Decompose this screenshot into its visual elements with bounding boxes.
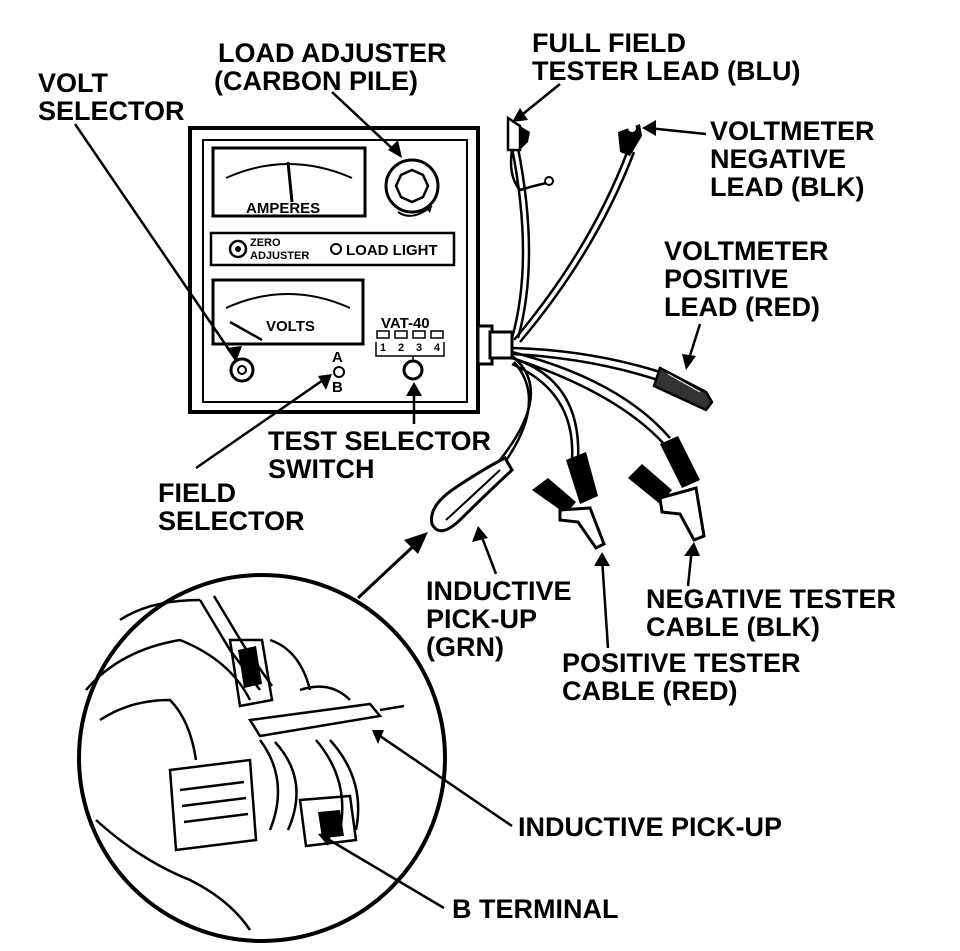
callout-voltmeter-negative: VOLTMETER NEGATIVE LEAD (BLK) [710, 116, 875, 202]
vm-positive-line3: LEAD (RED) [664, 292, 820, 322]
tester-leads [499, 147, 671, 463]
field-position-a: A [332, 349, 343, 366]
volts-label: VOLTS [266, 318, 315, 335]
field-selector-switch[interactable]: A B [332, 349, 345, 396]
inductive-grn-line2: PICK-UP [426, 604, 537, 634]
load-adjuster-knob[interactable] [384, 158, 440, 217]
callout-test-selector: TEST SELECTOR SWITCH [268, 426, 491, 484]
selector-pos-3: 3 [416, 342, 422, 354]
callout-volt-selector: VOLT SELECTOR [38, 68, 185, 126]
alternator-inset [77, 573, 447, 943]
negative-cable-line2: CABLE (BLK) [646, 612, 820, 642]
zero-adjuster-line1: ZERO [250, 237, 281, 249]
volt-selector-line2: SELECTOR [38, 96, 185, 126]
vm-negative-line1: VOLTMETER [710, 116, 875, 146]
field-selector-line2: SELECTOR [158, 506, 305, 536]
load-light-label: LOAD LIGHT [346, 242, 438, 259]
full-field-line2: TESTER LEAD (BLU) [532, 56, 800, 86]
vm-positive-line2: POSITIVE [664, 264, 789, 294]
inductive-grn-line1: INDUCTIVE [426, 576, 572, 606]
voltmeter-positive-probe [652, 366, 714, 412]
indicator-strip: ZERO ADJUSTER LOAD LIGHT [209, 231, 456, 267]
volt-selector-knob[interactable] [229, 357, 255, 383]
inductive-grn-line3: (GRN) [426, 632, 504, 662]
voltmeter-negative-clip [618, 124, 642, 156]
full-field-clip [506, 115, 554, 186]
callout-b-terminal: B TERMINAL [452, 894, 618, 924]
b-terminal-label: B TERMINAL [452, 894, 618, 924]
zero-adjuster-line2: ADJUSTER [250, 250, 309, 262]
tester-body: AMPERES ZERO ADJUSTER LOAD LIGHT VOLTS [188, 126, 514, 414]
inset-arrow [356, 538, 422, 600]
test-selector-knob-icon[interactable] [402, 359, 424, 381]
vm-positive-line1: VOLTMETER [664, 236, 829, 266]
field-position-b: B [332, 379, 343, 396]
selector-pos-4: 4 [434, 342, 441, 354]
voltmeter-needle-icon [229, 320, 263, 342]
load-adjuster-line2: (CARBON PILE) [214, 66, 418, 96]
negative-tester-clip [628, 436, 706, 542]
test-selector-line1: TEST SELECTOR [268, 426, 491, 456]
positive-cable-line2: CABLE (RED) [562, 676, 738, 706]
positive-tester-clip [532, 452, 606, 550]
callout-voltmeter-positive: VOLTMETER POSITIVE LEAD (RED) [664, 236, 829, 322]
load-light-lamp-icon [330, 243, 342, 255]
vm-negative-line2: NEGATIVE [710, 144, 846, 174]
callout-positive-cable: POSITIVE TESTER CABLE (RED) [562, 648, 801, 706]
full-field-line1: FULL FIELD [532, 28, 686, 58]
callout-inductive-pickup: INDUCTIVE PICK-UP [518, 812, 782, 842]
voltmeter-gauge: VOLTS [211, 278, 365, 346]
leader-lines [73, 83, 707, 910]
positive-cable-line1: POSITIVE TESTER [562, 648, 801, 678]
ammeter-gauge: AMPERES [211, 146, 367, 218]
test-selector[interactable]: VAT-40 1 2 3 4 [375, 315, 445, 381]
callout-load-adjuster: LOAD ADJUSTER (CARBON PILE) [214, 38, 447, 96]
amperes-label: AMPERES [246, 200, 320, 217]
load-adjuster-line1: LOAD ADJUSTER [218, 38, 447, 68]
vm-negative-line3: LEAD (BLK) [710, 172, 864, 202]
callout-inductive-pickup-grn: INDUCTIVE PICK-UP (GRN) [426, 576, 572, 662]
callout-negative-cable: NEGATIVE TESTER CABLE (BLK) [646, 584, 896, 642]
model-label: VAT-40 [381, 315, 430, 332]
field-selector-line1: FIELD [158, 478, 236, 508]
inductive-pickup-label: INDUCTIVE PICK-UP [518, 812, 782, 842]
negative-cable-line1: NEGATIVE TESTER [646, 584, 896, 614]
inductive-pickup-clamp [429, 456, 514, 533]
leader-arrowheads [226, 108, 700, 846]
ammeter-needle-icon [286, 161, 294, 203]
selector-pos-2: 2 [398, 342, 404, 354]
volt-selector-line1: VOLT [38, 68, 108, 98]
callout-full-field: FULL FIELD TESTER LEAD (BLU) [532, 28, 800, 86]
selector-pos-1: 1 [380, 342, 386, 354]
callout-field-selector: FIELD SELECTOR [158, 478, 305, 536]
test-selector-line2: SWITCH [268, 454, 374, 484]
